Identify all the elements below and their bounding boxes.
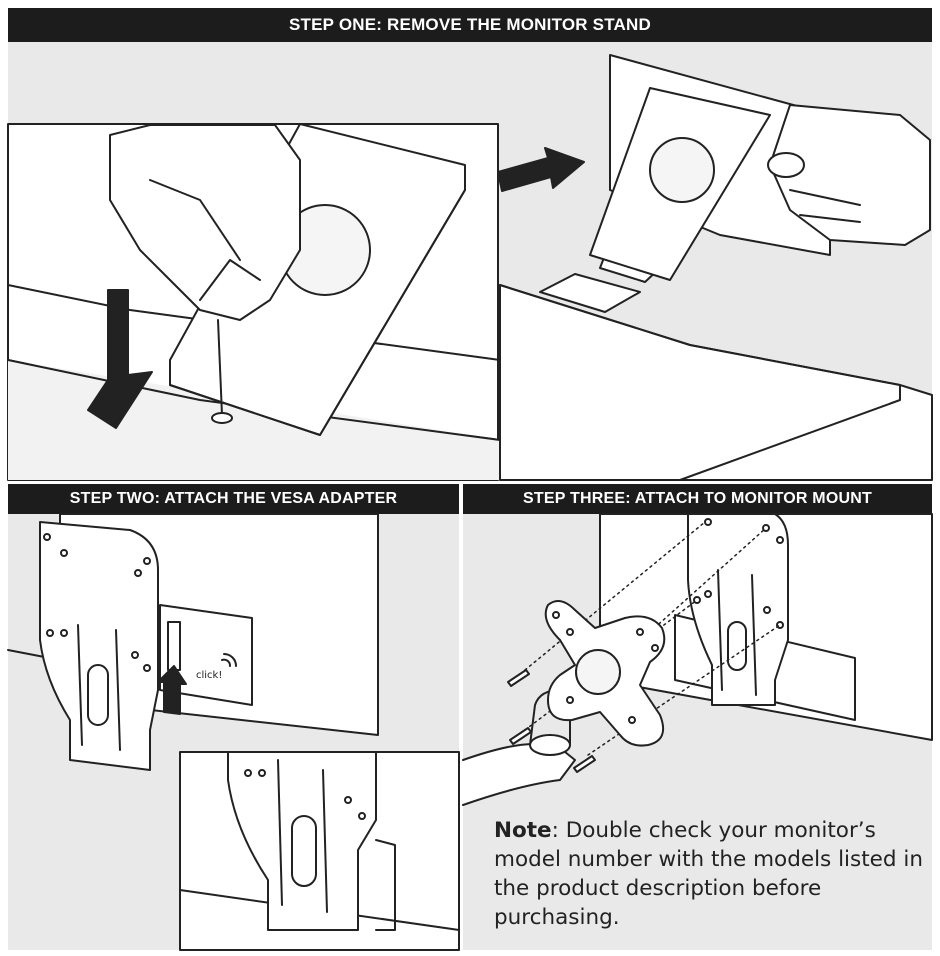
step-three-monitor-mount-illustration: [462, 513, 933, 806]
step-two-title: STEP TWO: ATTACH THE VESA ADAPTER: [69, 490, 398, 507]
note-label: Note: [494, 818, 552, 843]
step-one-screwdriver-illustration: [7, 123, 501, 481]
step-two-vesa-adapter-illustration: click!: [7, 513, 460, 951]
note-body: : Double check your monitor’s model numb…: [494, 818, 923, 930]
step-one-header: STEP ONE: REMOVE THE MONITOR STAND: [8, 8, 932, 42]
step-three-title: STEP THREE: ATTACH TO MONITOR MOUNT: [523, 490, 872, 507]
step-three-header: STEP THREE: ATTACH TO MONITOR MOUNT: [463, 484, 932, 514]
step-one-stand-removed-illustration: [497, 54, 933, 481]
note-text: Note: Double check your monitor’s model …: [494, 816, 924, 932]
step-one-title: STEP ONE: REMOVE THE MONITOR STAND: [289, 15, 651, 34]
step-two-header: STEP TWO: ATTACH THE VESA ADAPTER: [8, 484, 459, 514]
click-label: click!: [196, 670, 222, 681]
